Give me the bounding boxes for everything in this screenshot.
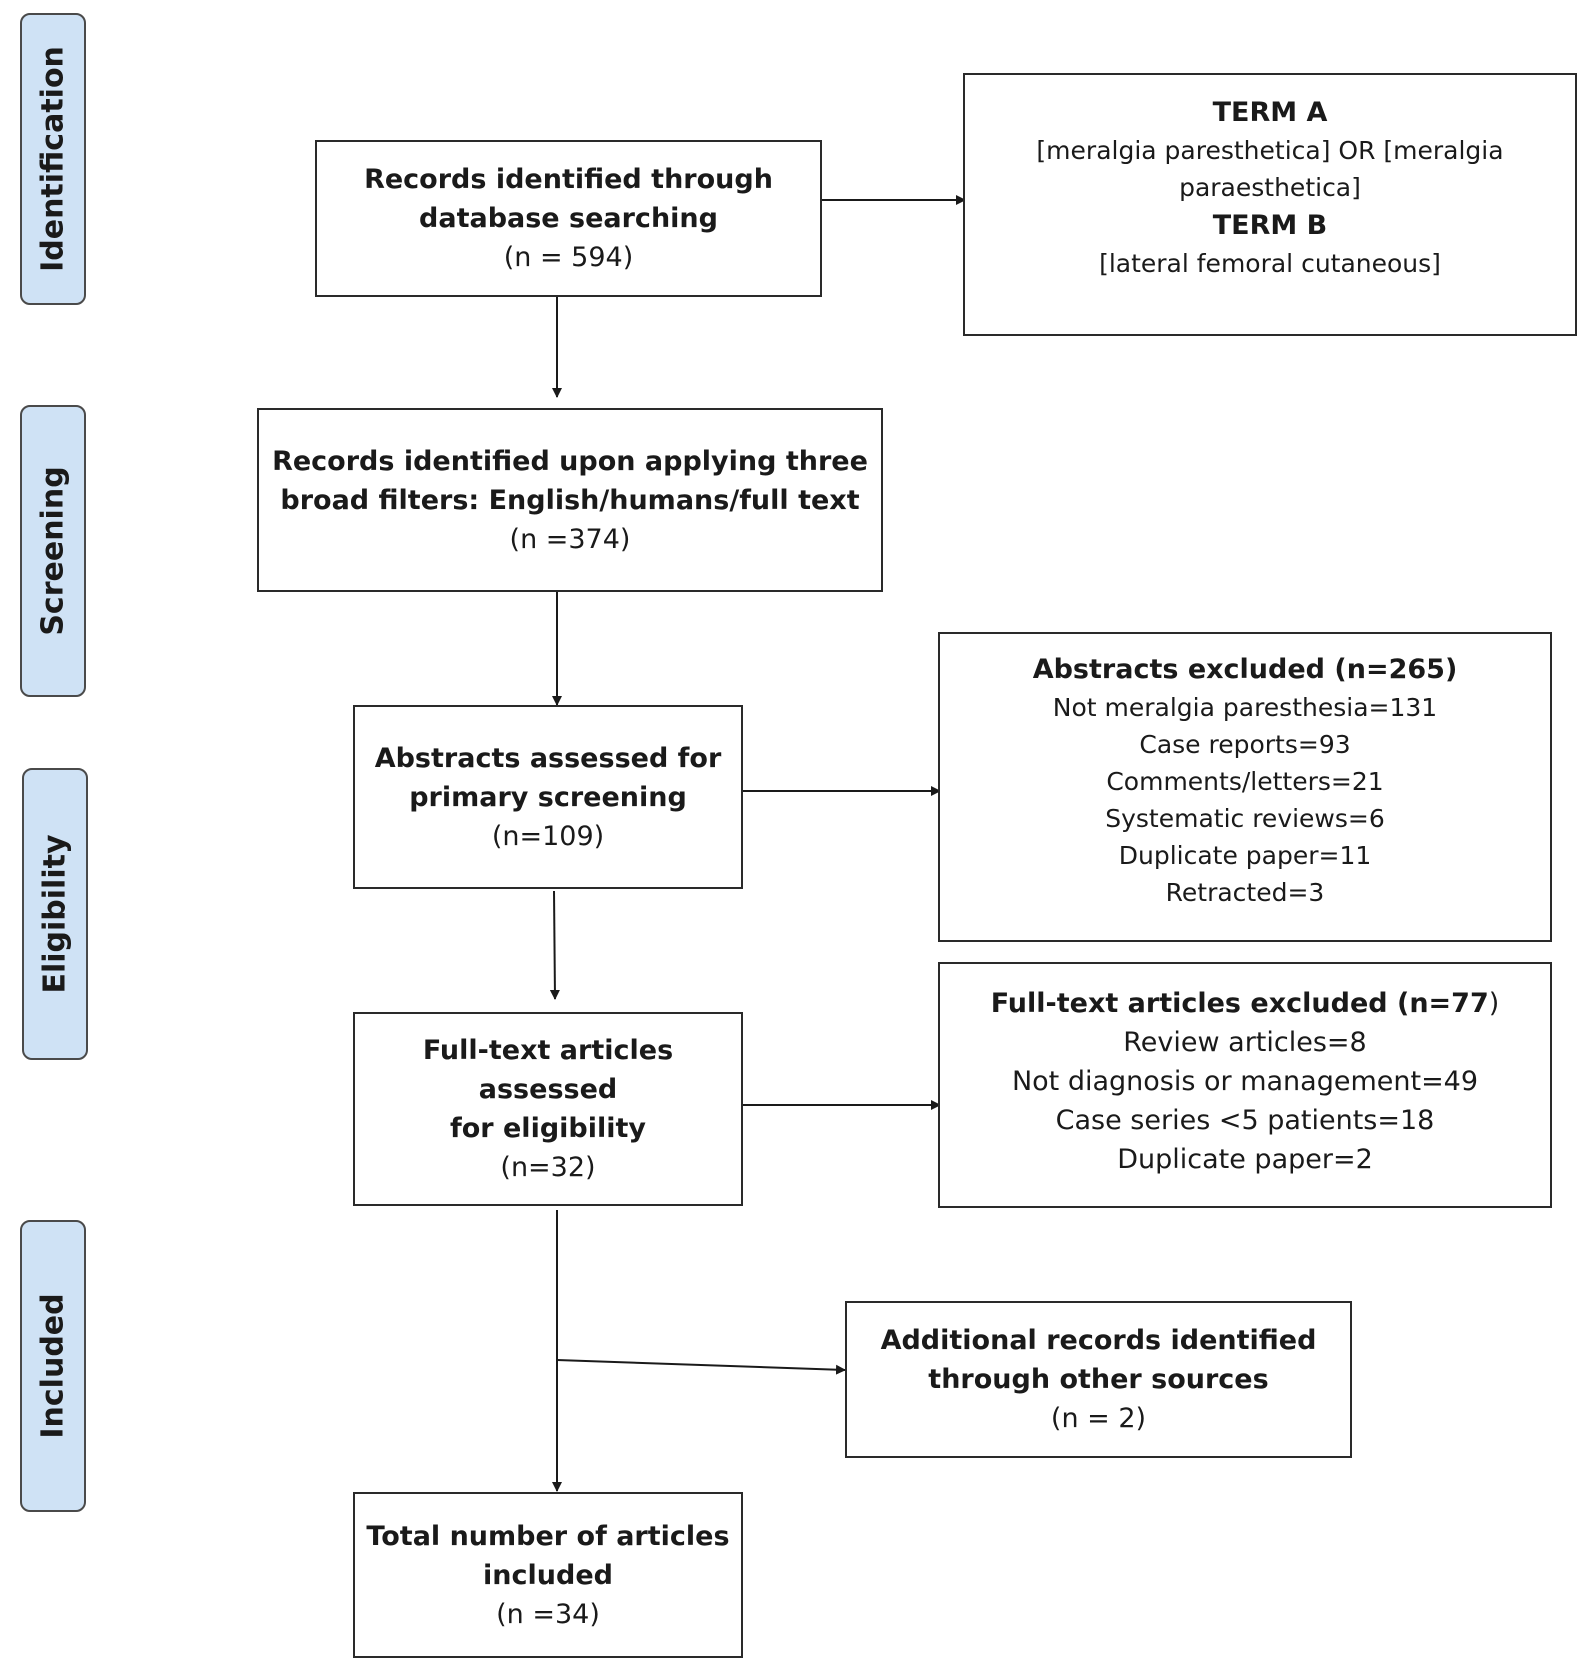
- box-count: (n = 594): [503, 242, 634, 273]
- box-title-line: broad filters: English/humans/full text: [280, 484, 860, 516]
- fulltext-excluded-title: Full-text articles excluded (n=77): [991, 984, 1500, 1023]
- excluded-item: Retracted=3: [1165, 878, 1325, 907]
- box-title-line: Records identified through: [364, 164, 773, 195]
- phase-included-label: Included: [20, 1220, 86, 1512]
- box-count: (n=32): [500, 1152, 596, 1183]
- box-title-line: database searching: [419, 203, 718, 234]
- arrow-branch-to-additional: [556, 1359, 846, 1375]
- excluded-item: Case reports=93: [1139, 730, 1351, 759]
- phase-screening-label: Screening: [20, 405, 86, 697]
- phase-identification-label: Identification: [20, 13, 86, 305]
- term-b-label: TERM B: [1212, 210, 1328, 241]
- box-title-line: Abstracts assessed for: [374, 742, 722, 774]
- box-fulltext-assessed: Full-text articles assessed for eligibil…: [353, 1012, 743, 1206]
- term-a-label: TERM A: [1212, 97, 1328, 128]
- box-title-line: Records identified upon applying three: [272, 445, 868, 477]
- term-b-line: [lateral femoral cutaneous]: [1099, 249, 1441, 278]
- box-abstracts-excluded: Abstracts excluded (n=265) Not meralgia …: [938, 632, 1552, 942]
- excluded-item: Review articles=8: [1123, 1027, 1367, 1058]
- excluded-item: Not diagnosis or management=49: [1011, 1066, 1479, 1097]
- excluded-title: Abstracts excluded (n=265): [1032, 654, 1458, 685]
- box-count: (n=109): [491, 820, 605, 852]
- box-title-line: Full-text articles assessed: [422, 1035, 674, 1105]
- box-count: (n =34): [496, 1598, 600, 1630]
- excluded-item: Duplicate paper=2: [1117, 1144, 1373, 1175]
- excluded-item: Duplicate paper=11: [1118, 841, 1372, 870]
- box-records-after-filters: Records identified upon applying three b…: [257, 408, 883, 592]
- excluded-title: Full-text articles excluded (n=77: [990, 988, 1489, 1019]
- excluded-item: Systematic reviews=6: [1105, 804, 1385, 833]
- box-title-line: Additional records identified: [880, 1325, 1317, 1356]
- term-a-line: [meralgia paresthetica] OR [meralgia: [1036, 136, 1504, 165]
- box-total-included: Total number of articles included (n =34…: [353, 1492, 743, 1658]
- box-title-line: through other sources: [928, 1364, 1269, 1395]
- box-abstracts-assessed: Abstracts assessed for primary screening…: [353, 705, 743, 889]
- box-fulltext-excluded: Full-text articles excluded (n=77) Revie…: [938, 962, 1552, 1208]
- excluded-title-suffix: ): [1488, 988, 1500, 1019]
- box-title-line: for eligibility: [449, 1113, 646, 1144]
- excluded-item: Case series <5 patients=18: [1055, 1105, 1435, 1136]
- excluded-item: Comments/letters=21: [1106, 767, 1384, 796]
- phase-eligibility-label: Eligibility: [22, 768, 88, 1060]
- arrow-abstracts-to-fulltext: [549, 890, 560, 1000]
- box-title-line: primary screening: [409, 781, 687, 813]
- box-count: (n =374): [509, 523, 631, 555]
- box-title-line: included: [483, 1559, 613, 1591]
- box-additional-records: Additional records identified through ot…: [845, 1301, 1352, 1458]
- box-records-database-search: Records identified through database sear…: [315, 140, 822, 297]
- box-search-terms: TERM A [meralgia paresthetica] OR [meral…: [963, 73, 1577, 336]
- excluded-item: Not meralgia paresthesia=131: [1052, 693, 1438, 722]
- term-a-line: paraesthetica]: [1179, 173, 1361, 202]
- box-title-line: Total number of articles: [366, 1520, 730, 1552]
- box-count: (n = 2): [1050, 1403, 1147, 1434]
